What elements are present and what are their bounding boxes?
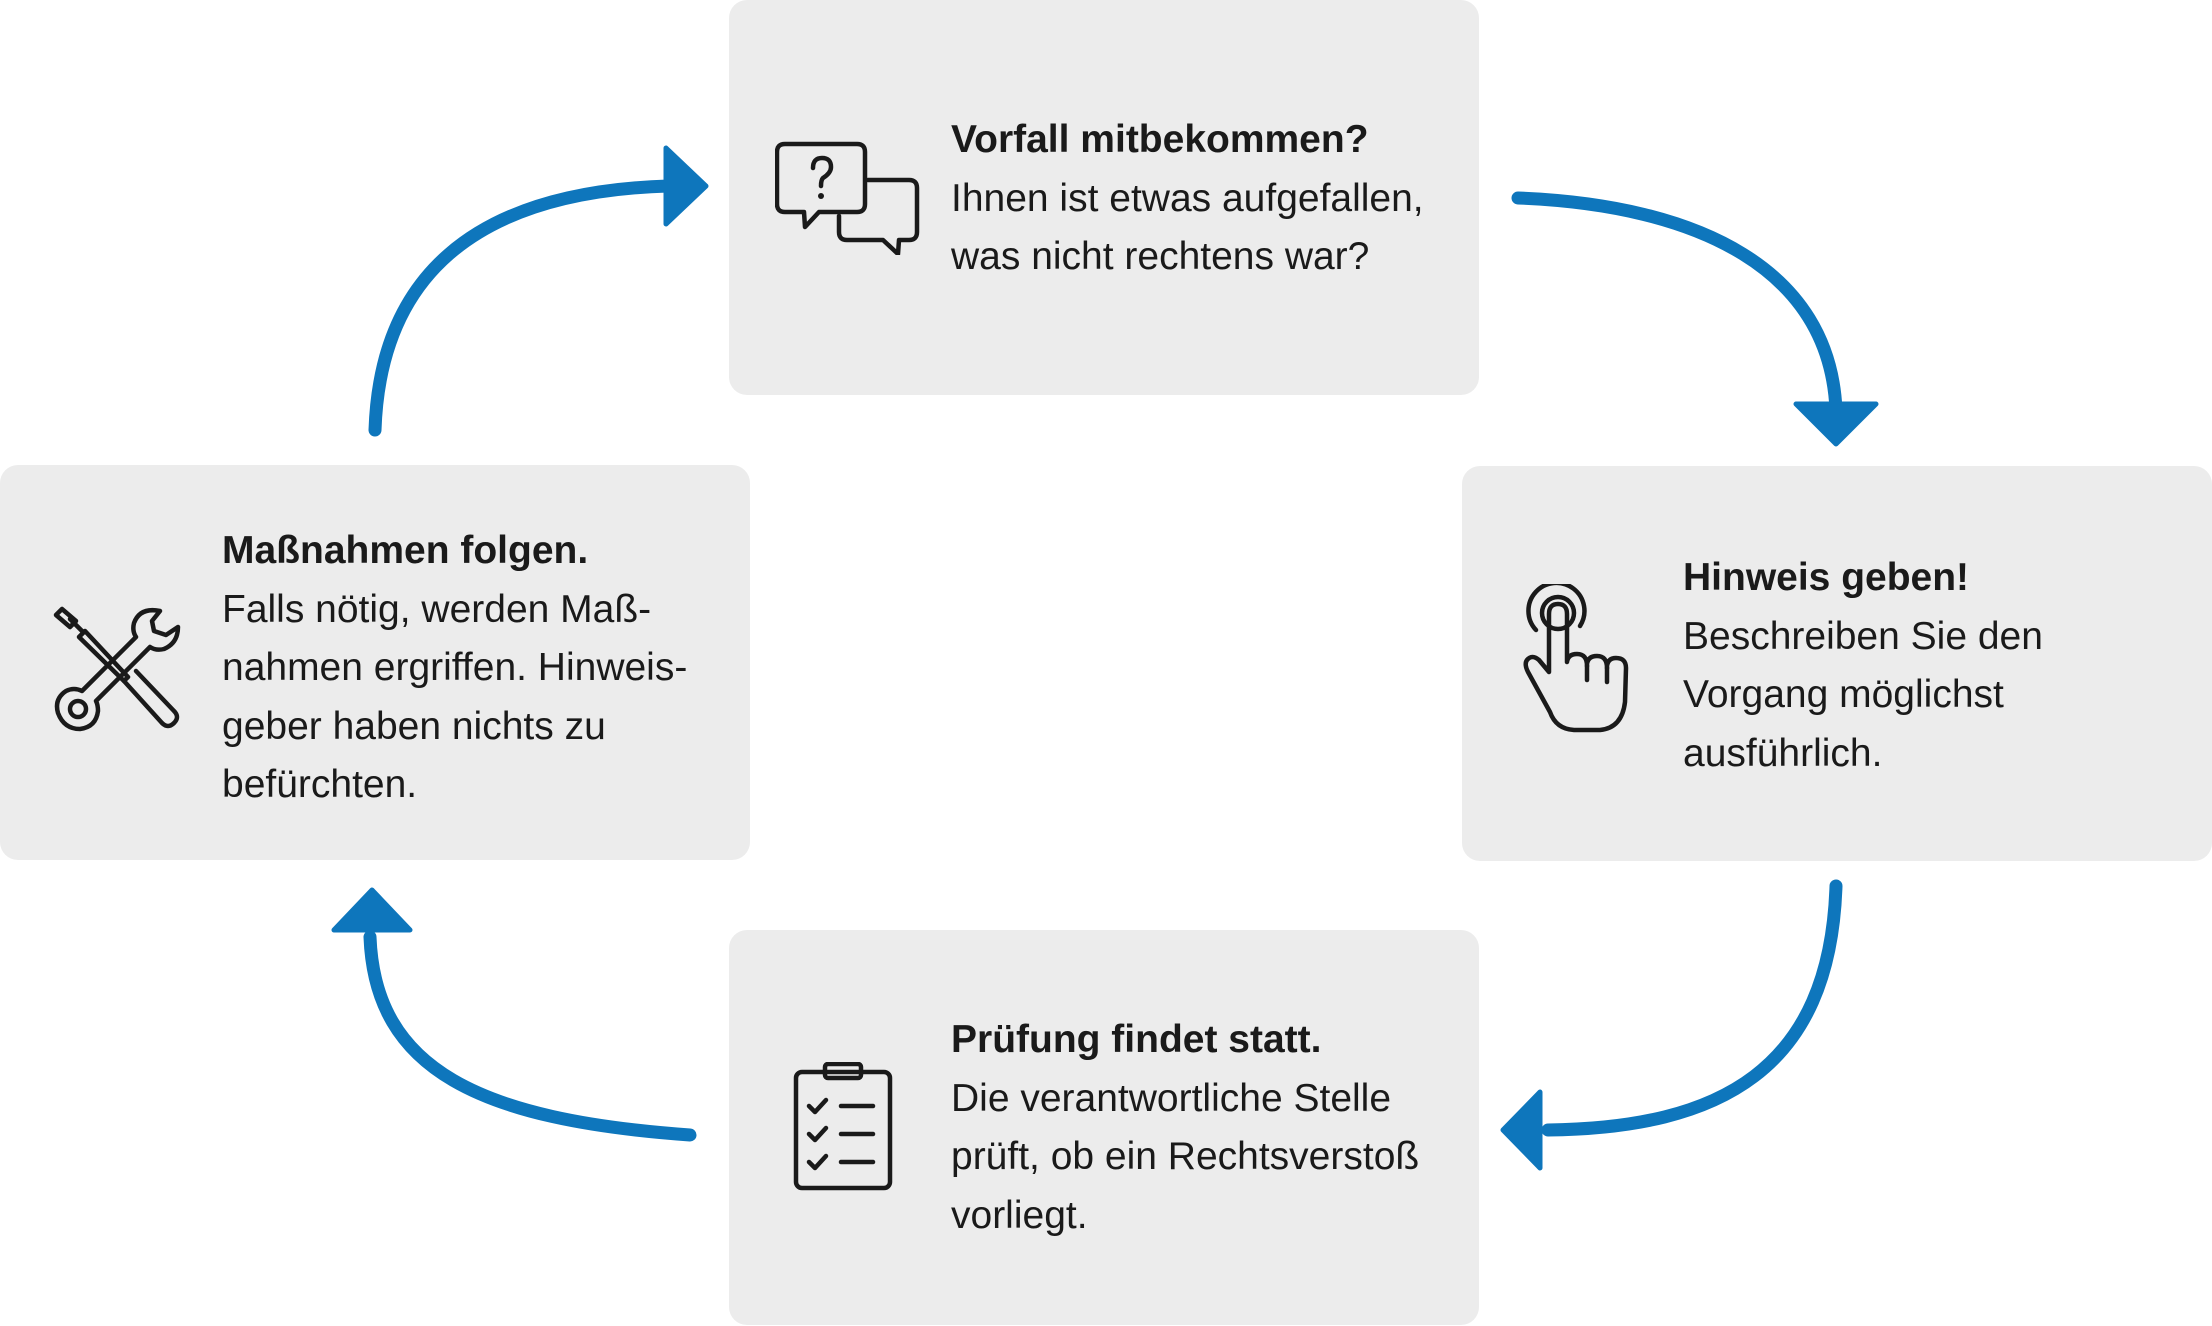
step-title: Vorfall mitbekommen?: [951, 118, 1369, 161]
description-line: was nicht rechtens war?: [951, 235, 1370, 278]
step-text-pruefung: Prüfung findet statt. Die verantwortlich…: [951, 1011, 1419, 1245]
step-title: Prüfung findet statt.: [951, 1018, 1322, 1061]
arrowhead-top: [663, 145, 709, 227]
step-card-massnahmen: Maßnahmen folgen. Falls nötig, werden Ma…: [0, 465, 750, 860]
wrench-screwdriver-icon: [53, 606, 181, 732]
step-card-hinweis: Hinweis geben! Beschreiben Sie den Vorga…: [1462, 466, 2212, 861]
clipboard-checklist-icon: [793, 1062, 893, 1191]
arrow-right-to-bottom: [1541, 879, 1843, 1137]
arrow-bottom-to-left: [363, 930, 697, 1142]
pointing-hand-icon: [1523, 584, 1629, 733]
step-text-vorfall: Vorfall mitbekommen? Ihnen ist etwas auf…: [951, 111, 1424, 287]
arrow-left-to-top: [368, 179, 675, 437]
description-line: nahmen ergriffen. Hinweis-: [222, 646, 688, 689]
speech-bubbles-question-icon: [775, 141, 920, 255]
arrowhead-left: [331, 887, 413, 933]
step-description: Ihnen ist etwas aufgefallen, was nicht r…: [951, 170, 1424, 287]
step-description: Beschreiben Sie den Vorgang möglichst au…: [1683, 608, 2043, 784]
step-text-massnahmen: Maßnahmen folgen. Falls nötig, werden Ma…: [222, 522, 687, 815]
step-title: Maßnahmen folgen.: [222, 529, 589, 572]
step-text-hinweis: Hinweis geben! Beschreiben Sie den Vorga…: [1683, 549, 2043, 783]
arrowhead-bottom: [1500, 1089, 1543, 1171]
arrow-top-to-right: [1511, 191, 1843, 417]
step-description: Die verantwortliche Stelle prüft, ob ein…: [951, 1070, 1419, 1246]
step-card-vorfall: Vorfall mitbekommen? Ihnen ist etwas auf…: [729, 0, 1479, 395]
description-line: befürchten.: [222, 763, 418, 806]
arrowhead-right: [1793, 401, 1879, 447]
description-line: Vorgang möglichst: [1683, 673, 2004, 716]
description-line: geber haben nichts zu: [222, 704, 606, 748]
description-line: Ihnen ist etwas aufgefallen,: [951, 176, 1424, 220]
description-line: Die verantwortliche Stelle: [951, 1076, 1392, 1120]
step-card-pruefung: Prüfung findet statt. Die verantwortlich…: [729, 930, 1479, 1325]
description-line: Beschreiben Sie den: [1683, 614, 2043, 658]
description-line: ausführlich.: [1683, 731, 1883, 775]
step-description: Falls nötig, werden Maß- nahmen ergriffe…: [222, 581, 687, 815]
step-title: Hinweis geben!: [1683, 556, 1970, 599]
description-line: Falls nötig, werden Maß-: [222, 587, 652, 631]
description-line: vorliegt.: [951, 1193, 1088, 1237]
description-line: prüft, ob ein Rechtsverstoß: [951, 1135, 1420, 1178]
